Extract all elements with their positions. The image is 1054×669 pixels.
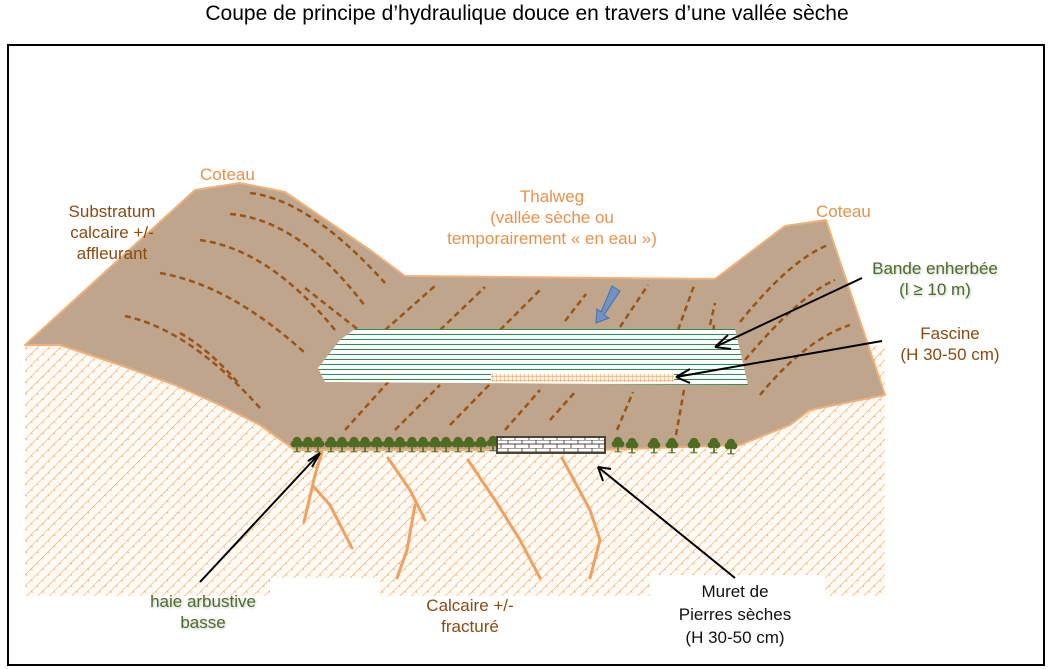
dry-stone-wall <box>496 436 606 454</box>
label-calcaire: Calcaire +/- fracturé <box>426 596 514 636</box>
water-flow-arrow <box>595 285 621 324</box>
label-thalweg: Thalweg (vallée sèche ou temporairement … <box>447 187 657 248</box>
label-coteau-left: Coteau <box>200 165 255 184</box>
label-muret: Muret de Pierres sèches (H 30-50 cm) <box>678 582 792 647</box>
diagram-title: Coupe de principe d’hydraulique douce en… <box>205 2 849 25</box>
label-bande-enherbee: Bande enherbée (l ≥ 10 m) <box>872 259 998 299</box>
fascine <box>491 374 674 382</box>
diagram-frame <box>7 44 1045 666</box>
label-fascine: Fascine (H 30-50 cm) <box>900 324 1000 364</box>
label-substratum: Substratum calcaire +/- affleurant <box>68 202 156 263</box>
label-haie: haie arbustive basse <box>150 592 256 632</box>
grass-strip <box>318 329 748 385</box>
label-coteau-right: Coteau <box>816 202 871 221</box>
